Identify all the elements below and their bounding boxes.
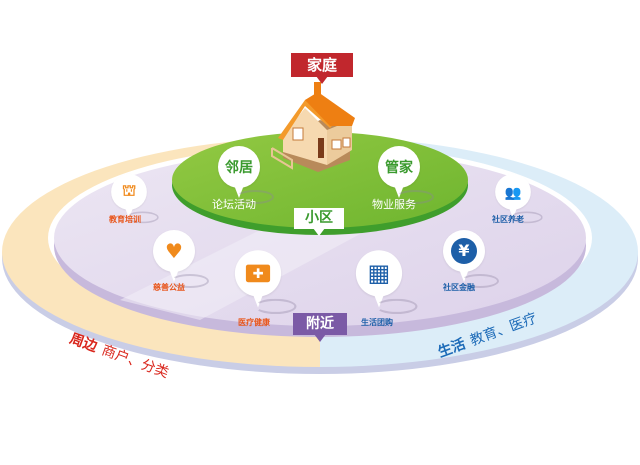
caption-forum-activities: 论坛活动	[212, 198, 256, 211]
pin-neighbors: 邻居	[218, 146, 274, 204]
pin-medical: ✚	[234, 250, 297, 315]
caption-community-finance: 社区金融	[443, 283, 475, 292]
people-icon: 👥	[504, 183, 522, 200]
pin-butler-label: 管家	[385, 160, 413, 176]
caption-medical-health: 医疗健康	[238, 318, 270, 327]
pin-group-buying: ▦	[355, 250, 418, 315]
yen-coin-icon: ¥	[443, 230, 485, 272]
house-icon	[271, 82, 355, 172]
caption-group-buying: 生活团购	[361, 318, 393, 327]
home-tag: 家庭	[291, 53, 353, 84]
caption-education-training: 教育培训	[109, 215, 141, 224]
pin-education: ⛫	[111, 174, 159, 224]
caption-charity: 慈善公益	[153, 283, 185, 292]
pin-charity: ♥	[153, 230, 209, 288]
shopping-basket-icon: ▦	[367, 259, 391, 288]
charity-heart-hands-icon: ♥	[165, 239, 183, 263]
community-tag: 小区	[294, 208, 344, 236]
nearby-tag: 附近	[293, 313, 347, 342]
pin-finance: ¥	[443, 230, 499, 288]
caption-elderly-care: 社区养老	[492, 215, 524, 224]
pin-butler: 管家	[378, 146, 434, 204]
education-icon: ⛫	[121, 181, 137, 200]
medical-kit-icon: ✚	[235, 250, 281, 296]
caption-property-services: 物业服务	[372, 198, 416, 211]
pin-neighbors-label: 邻居	[225, 160, 253, 176]
pin-elderly-care: 👥	[495, 174, 543, 224]
